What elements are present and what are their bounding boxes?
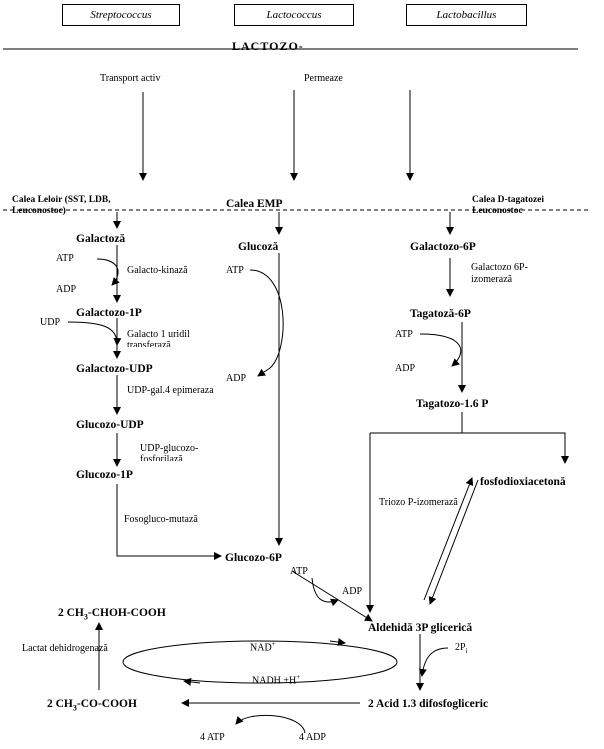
- node-galactoza: Galactoză: [76, 233, 126, 245]
- uridil-line2: transferază: [127, 340, 171, 347]
- lactic-pre: 2 CH: [58, 607, 84, 619]
- arrow-isomerase-up: [423, 477, 474, 601]
- nad-text: NAD: [250, 642, 272, 654]
- label-epimeraza: UDP-gal.4 epimeraza: [127, 385, 214, 396]
- label-fosfogluco-mutaza: Fosogluco-mutază: [124, 514, 198, 525]
- dtag-line2: Leuconostoc: [472, 206, 523, 216]
- node-tagatoza-6p: Tagatoză-6P: [410, 308, 471, 320]
- label-transport-activ: Transport activ: [100, 73, 161, 84]
- arrow-atp-adp-lower: [311, 577, 339, 607]
- arrow-adp-atp-bottom: [235, 714, 306, 734]
- dtag-line1: Calea D-tagatozei: [472, 195, 545, 205]
- node-aldehida-3p-glicerica: Aldehidă 3P glicerică: [368, 622, 473, 634]
- pyruvic-pre: 2 CH: [47, 698, 73, 710]
- node-pyruvic-acid: 2 CH3-CO-COOH: [47, 698, 137, 713]
- arrow-pi-in: [418, 647, 449, 677]
- label-adp-right: ADP: [395, 363, 416, 374]
- arrow-atp-adp-left: [96, 258, 120, 286]
- lactic-sub: 3: [83, 612, 88, 622]
- nadh-text: NADH +H: [252, 675, 297, 687]
- nad-cycle-arrow-right: [329, 638, 346, 647]
- label-calea-dtagatozei: Calea D-tagatozei Leuconostoc: [472, 195, 544, 217]
- leloir-line1: Calea Leloir (SST, LDB,: [12, 195, 111, 205]
- label-2pi: 2Pi: [455, 642, 468, 656]
- node-glucozo-udp: Glucozo-UDP: [76, 419, 144, 431]
- node-glucoza: Glucoză: [238, 241, 279, 253]
- label-atp-mid: ATP: [226, 265, 244, 276]
- arrow-atp-adp-mid: [249, 269, 284, 377]
- pi-subscript: i: [465, 647, 468, 655]
- label-adp-mid: ADP: [226, 373, 247, 384]
- lactic-post: -CHOH-COOH: [87, 607, 166, 619]
- label-4-atp: 4 ATP: [200, 732, 225, 743]
- label-galactozo6p-izomeraza: Galactozo 6P- izomerază: [471, 262, 528, 286]
- lactose-title: LACTOZO-: [232, 39, 304, 53]
- label-nad: NAD+: [250, 640, 276, 654]
- node-acid-difosfogliceric: 2 Acid 1.3 difosfogliceric: [368, 698, 489, 710]
- nad-cycle-ellipse: [122, 640, 398, 684]
- split-line-tagatozo: [370, 412, 463, 434]
- uridil-line1: Galacto 1 uridil: [127, 329, 190, 340]
- label-nadh: NADH +H+: [252, 673, 301, 687]
- label-triozo-izomeraza: Triozo P-izomerază: [379, 497, 458, 508]
- label-adp-lower: ADP: [342, 586, 363, 597]
- label-atp-right: ATP: [395, 329, 413, 340]
- label-udp: UDP: [40, 317, 61, 328]
- fosforilaza-line2: fosforilază: [140, 454, 183, 461]
- label-permeaze: Permeaze: [304, 73, 343, 84]
- label-calea-leloir: Calea Leloir (SST, LDB, Leuconostoc): [12, 195, 111, 217]
- pyruvic-post: -CO-COOH: [76, 698, 137, 710]
- label-4-adp: 4 ADP: [299, 732, 326, 743]
- label-lactat-dehidrogenaza: Lactat dehidrogenază: [22, 643, 108, 654]
- node-glucozo-6p: Glucozo-6P: [225, 552, 282, 564]
- label-fosforilaza: UDP-glucozo- fosforilază: [140, 443, 198, 461]
- nad-cycle-arrow-left: [183, 677, 201, 686]
- nad-sup: +: [271, 640, 276, 648]
- label-atp-left: ATP: [56, 253, 74, 264]
- node-lactic-acid: 2 CH3-CHOH-COOH: [58, 607, 166, 622]
- label-atp-lower: ATP: [290, 566, 308, 577]
- header-streptococcus: Streptococcus: [62, 4, 180, 26]
- label-adp-left: ADP: [56, 284, 77, 295]
- fosforilaza-line1: UDP-glucozo-: [140, 443, 199, 454]
- node-galactozo-udp: Galactozo-UDP: [76, 363, 153, 375]
- node-fosfodioxiacetona: fosfodioxiacetonă: [480, 476, 566, 488]
- leloir-line2: Leuconostoc): [12, 206, 66, 216]
- pyruvic-sub: 3: [72, 703, 77, 713]
- arrow-gluc6p-aldehida: [291, 570, 373, 622]
- izomeraza-line2: izomerază: [471, 274, 513, 285]
- arrow-atp-adp-right: [419, 333, 462, 367]
- nadh-sup: +: [296, 673, 301, 681]
- node-tagatozo-16p: Tagatozo-1.6 P: [416, 398, 489, 410]
- node-galactozo-1p: Galactozo-1P: [76, 307, 142, 319]
- pi-label: 2P: [455, 642, 466, 653]
- header-lactococcus: Lactococcus: [234, 4, 354, 26]
- label-galacto-kinaza: Galacto-kinază: [127, 265, 188, 276]
- arrow-udp-left: [67, 321, 122, 346]
- label-calea-emp: Calea EMP: [226, 198, 283, 210]
- arrow-gluc1p-gluc6p: [116, 484, 222, 560]
- izomeraza-line1: Galactozo 6P-: [471, 262, 528, 273]
- arrow-split-to-fosfodioxi: [462, 432, 569, 464]
- header-lactobacillus: Lactobacillus: [406, 4, 527, 26]
- label-uridil-transferaza: Galacto 1 uridil transferază: [127, 329, 190, 347]
- node-glucozo-1p: Glucozo-1P: [76, 469, 133, 481]
- node-galactozo-6p: Galactozo-6P: [410, 241, 476, 253]
- arrow-isomerase-down: [428, 479, 479, 605]
